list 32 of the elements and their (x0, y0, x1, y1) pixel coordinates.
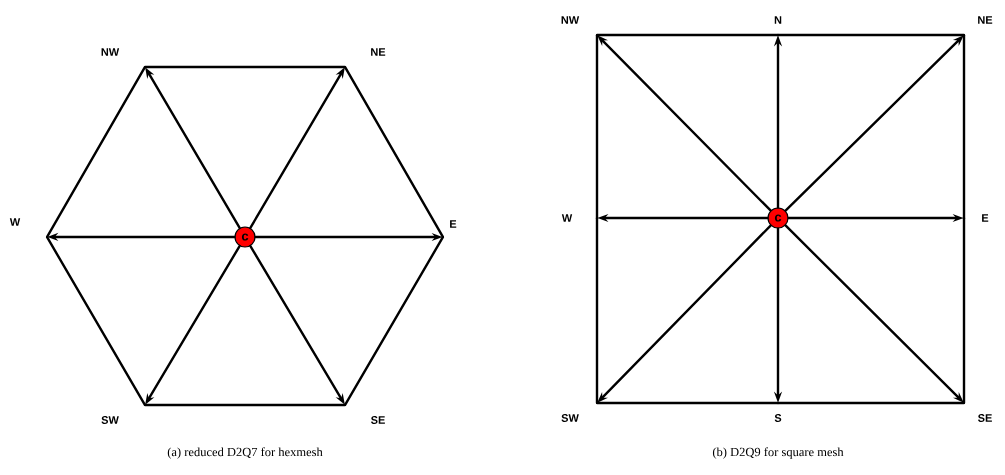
mesh-edge (144, 65, 346, 69)
mesh-edge (777, 401, 965, 405)
direction-label: SE (371, 416, 385, 424)
mesh-edge (962, 217, 966, 404)
caption: (b) D2Q9 for square mesh (712, 447, 844, 459)
direction-label: NE (371, 48, 386, 56)
direction-label: W (9, 218, 21, 226)
direction-label: NE (978, 16, 993, 24)
mesh-edge (596, 401, 779, 405)
direction-label: W (561, 214, 573, 222)
direction-label: S (774, 414, 782, 422)
mesh-edge (343, 66, 445, 238)
direction-label: NW (101, 48, 120, 56)
center-node: c (767, 207, 789, 229)
center-node: c (234, 226, 256, 248)
mesh-edge (343, 236, 445, 406)
direction-label: N (774, 16, 782, 24)
direction-label: NW (561, 16, 580, 24)
direction-label: SW (561, 414, 579, 422)
mesh-edge (596, 33, 779, 37)
mesh-edge (45, 236, 147, 406)
mesh-edge (777, 33, 965, 37)
direction-label: SW (101, 416, 119, 424)
mesh-edge (45, 66, 147, 238)
mesh-edge (595, 217, 599, 404)
direction-label: E (450, 220, 457, 228)
direction-label: SE (978, 414, 992, 422)
mesh-edge (595, 34, 599, 219)
caption: (a) reduced D2Q7 for hexmesh (167, 447, 323, 459)
direction-label: E (982, 214, 989, 222)
mesh-edge (962, 34, 966, 219)
mesh-edge (144, 403, 346, 407)
